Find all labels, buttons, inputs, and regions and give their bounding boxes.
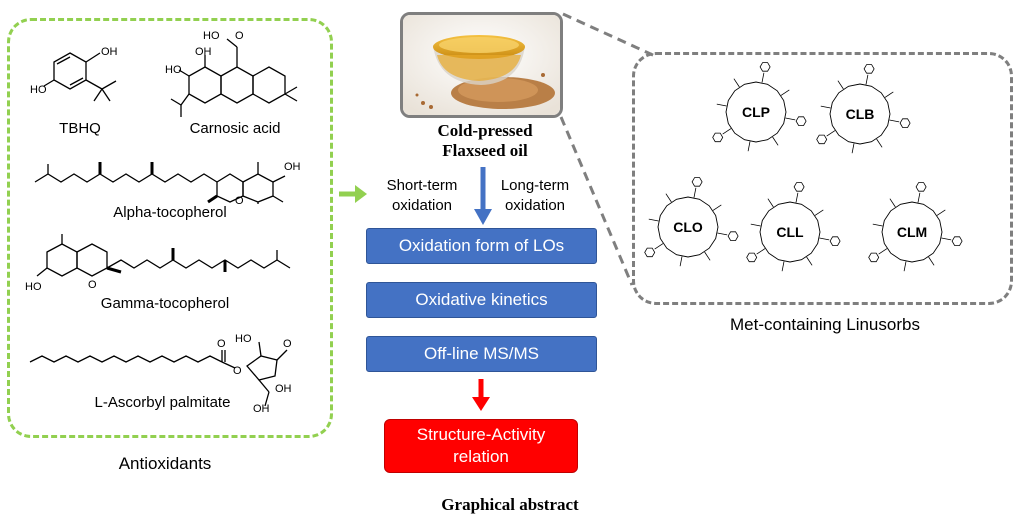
- linusorbs-section-label: Met-containing Linusorbs: [730, 315, 920, 334]
- green-arrow-icon: [339, 185, 367, 203]
- svg-text:O: O: [88, 279, 97, 291]
- linusorb-clm: CLM: [868, 182, 963, 272]
- oil-label-line1: Cold-pressed: [437, 121, 533, 140]
- svg-text:HO: HO: [203, 30, 220, 42]
- svg-text:O: O: [235, 195, 244, 205]
- step-box-offline-msms: Off-line MS/MS: [366, 336, 597, 372]
- svg-text:OH: OH: [253, 403, 270, 412]
- linusorb-label-clb: CLB: [846, 106, 875, 122]
- linusorb-clb: CLB: [816, 64, 911, 154]
- compound-label-carnosic-acid: Carnosic acid: [189, 120, 281, 137]
- antioxidants-section-label: Antioxidants: [118, 454, 212, 473]
- step-box-oxidation-form: Oxidation form of LOs: [366, 228, 597, 264]
- alpha-tocopherol-structure: OH O: [34, 161, 301, 205]
- svg-text:O: O: [283, 338, 292, 350]
- linusorb-cll: CLL: [746, 182, 841, 272]
- svg-text:OH: OH: [275, 383, 292, 395]
- linusorb-label-clm: CLM: [897, 224, 927, 240]
- linusorb-label-cll: CLL: [776, 224, 804, 240]
- svg-text:HO: HO: [30, 84, 47, 96]
- oil-label-line2: Flaxseed oil: [442, 141, 528, 160]
- svg-text:HO: HO: [165, 64, 182, 76]
- linusorb-label-clo: CLO: [673, 219, 703, 235]
- linusorbs-panel: [632, 52, 1013, 305]
- ascorbyl-palmitate-structure: O O HO O OH OH: [29, 333, 292, 412]
- blue-arrow-icon: [474, 167, 492, 225]
- svg-text:HO: HO: [235, 333, 252, 345]
- antioxidants-panel: [7, 18, 333, 438]
- compound-label-gamma-tocopherol: Gamma-tocopherol: [100, 295, 230, 312]
- gamma-tocopherol-structure: HO O: [25, 234, 291, 293]
- linusorb-label-clp: CLP: [742, 104, 770, 120]
- svg-text:OH: OH: [284, 161, 301, 173]
- flaxseed-oil-image: [400, 12, 563, 118]
- linusorb-clo: CLO: [644, 177, 739, 267]
- compound-label-alpha-tocopherol: Alpha-tocopherol: [113, 204, 227, 221]
- step-box-oxidative-kinetics: Oxidative kinetics: [366, 282, 597, 318]
- linusorbs-rings: CLP CLB CLO CLL CLM: [644, 62, 963, 272]
- svg-text:OH: OH: [195, 46, 212, 58]
- graphical-abstract-footer: Graphical abstract: [441, 495, 579, 514]
- svg-text:O: O: [217, 338, 226, 350]
- linusorb-clp: CLP: [712, 62, 807, 152]
- carnosic-acid-structure: HO O OH HO: [165, 30, 298, 117]
- svg-text:OH: OH: [101, 46, 118, 58]
- result-box-structure-activity: Structure-Activity relation: [384, 419, 578, 473]
- svg-text:O: O: [233, 365, 242, 377]
- long-term-label: Long-term oxidation: [500, 177, 570, 214]
- red-arrow-icon: [472, 379, 490, 411]
- svg-text:O: O: [235, 30, 244, 42]
- compound-label-ascorbyl-palmitate: L-Ascorbyl palmitate: [94, 394, 231, 411]
- compound-label-tbhq: TBHQ: [59, 120, 101, 137]
- svg-text:HO: HO: [25, 281, 42, 293]
- tbhq-structure: OH HO: [30, 46, 118, 102]
- short-term-label: Short-term oxidation: [386, 177, 458, 214]
